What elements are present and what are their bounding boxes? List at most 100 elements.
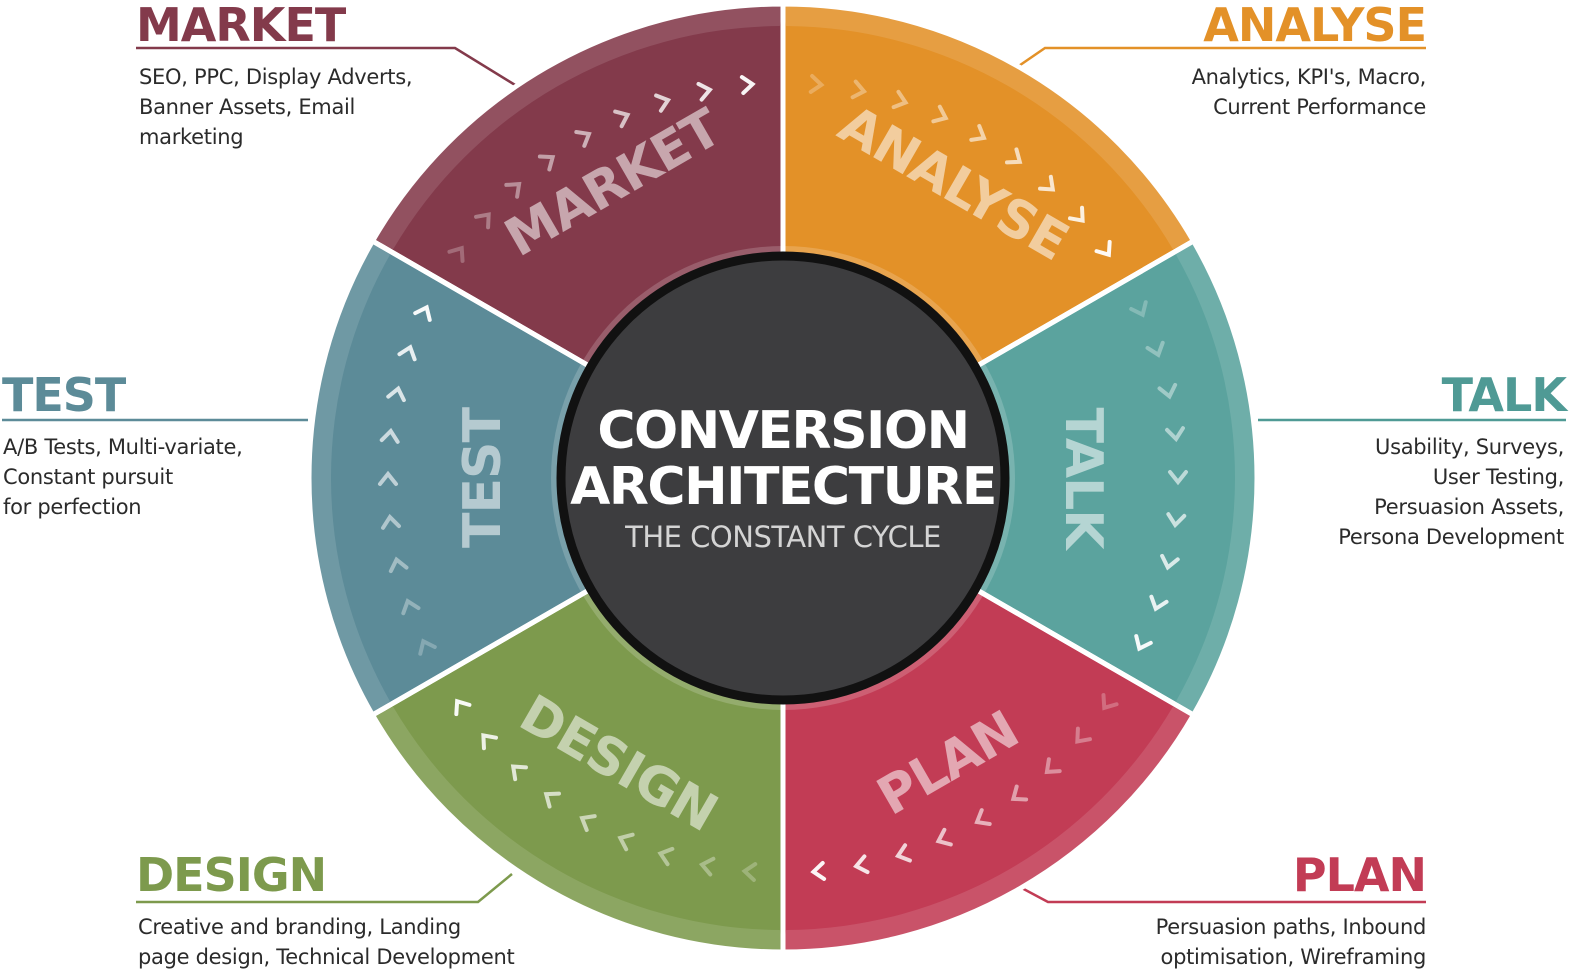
chevron-icon bbox=[1094, 239, 1112, 258]
wedge-test bbox=[306, 237, 788, 719]
chevron-icon bbox=[852, 854, 870, 875]
wedge-label-test: TEST bbox=[453, 407, 513, 548]
leader-line-analyse bbox=[1009, 46, 1426, 74]
leader-lines bbox=[2, 46, 1566, 904]
chevron-icon bbox=[657, 846, 675, 867]
market-desc-line: marketing bbox=[139, 125, 244, 149]
leader-line-market bbox=[136, 46, 521, 90]
chevron-icon bbox=[1044, 757, 1062, 775]
leader-line-plan bbox=[1017, 884, 1426, 904]
wedge-market-rim bbox=[372, 4, 783, 250]
plan-callout-title: PLAN bbox=[1292, 848, 1427, 902]
chevron-icon bbox=[386, 385, 406, 403]
talk-desc-line: Persuasion Assets, bbox=[1374, 495, 1564, 519]
market-callout-description: SEO, PPC, Display Adverts, Banner Assets… bbox=[139, 62, 413, 152]
chevron-icon bbox=[1149, 594, 1169, 612]
analyse-callout-title: ANALYSE bbox=[1203, 0, 1427, 52]
wedge-talk-rim bbox=[1176, 241, 1257, 715]
chevron-icon bbox=[413, 304, 432, 322]
chevron-icon bbox=[617, 832, 635, 852]
plan-callout-description: Persuasion paths, Inbound optimisation, … bbox=[1155, 912, 1427, 972]
chevron-icon bbox=[1129, 300, 1148, 318]
chevron-icon bbox=[1004, 147, 1023, 165]
test-desc-line: A/B Tests, Multi-variate, bbox=[3, 435, 243, 459]
chevron-icon bbox=[696, 81, 714, 102]
plan-desc-line: optimisation, Wireframing bbox=[1160, 945, 1427, 969]
chevron-icon bbox=[891, 89, 909, 110]
chevron-icon bbox=[454, 698, 472, 717]
chevron-icon bbox=[1166, 512, 1187, 529]
chevron-icon bbox=[543, 791, 562, 809]
market-desc-line: SEO, PPC, Display Adverts, bbox=[139, 65, 413, 89]
chevron-icon bbox=[654, 93, 672, 113]
design-callout-title: DESIGN bbox=[136, 848, 327, 902]
talk-desc-line: User Testing, bbox=[1432, 465, 1564, 489]
test-callout-title: TEST bbox=[2, 368, 126, 422]
chevron-icon bbox=[613, 109, 631, 129]
chevron-icon bbox=[1101, 693, 1119, 711]
chevron-icon bbox=[579, 814, 597, 833]
talk-desc-line: Persona Development bbox=[1338, 525, 1564, 549]
center-hub: CONVERSION ARCHITECTURE THE CONSTANT CYC… bbox=[551, 246, 1015, 710]
design-callout-description: Creative and branding, Landing page desi… bbox=[138, 912, 515, 972]
leader-line-design bbox=[136, 873, 513, 904]
chevron-icon bbox=[698, 856, 716, 877]
center-title-line1: CONVERSION bbox=[597, 401, 968, 461]
chevron-icon bbox=[850, 79, 868, 100]
wedge-design-rim bbox=[372, 706, 783, 952]
chevron-icon bbox=[741, 862, 758, 882]
wedge-analyse-rim bbox=[783, 4, 1194, 250]
cycle-chevrons bbox=[378, 74, 1188, 882]
wedge-test-rim bbox=[309, 241, 390, 715]
wedge-talk bbox=[777, 237, 1260, 719]
talk-desc-line: Usability, Surveys, bbox=[1375, 435, 1564, 459]
chevron-icon bbox=[379, 427, 400, 444]
chevron-icon bbox=[1010, 784, 1029, 802]
chevron-icon bbox=[1157, 382, 1178, 400]
center-hub-circle bbox=[556, 251, 1010, 705]
chevron-icon bbox=[935, 827, 953, 847]
chevron-icon bbox=[574, 129, 592, 148]
chevron-icon bbox=[1168, 470, 1188, 486]
chevron-icon bbox=[381, 513, 401, 530]
chevron-icon bbox=[1160, 553, 1180, 571]
chevron-icon bbox=[931, 104, 949, 124]
chevron-icon bbox=[474, 212, 491, 230]
chevron-icon bbox=[810, 861, 827, 881]
wedge-divider bbox=[974, 586, 1197, 719]
talk-callout-title: TALK bbox=[1441, 368, 1567, 422]
chevron-icon bbox=[1068, 205, 1085, 223]
center-title-line2: ARCHITECTURE bbox=[570, 457, 996, 517]
chevron-icon bbox=[397, 344, 417, 362]
design-desc-line: Creative and branding, Landing bbox=[138, 915, 461, 939]
chevron-icon bbox=[401, 598, 421, 616]
chevron-icon bbox=[378, 470, 398, 486]
chevron-icon bbox=[969, 123, 987, 142]
market-desc-line: Banner Assets, Email bbox=[139, 95, 356, 119]
test-desc-line: for perfection bbox=[3, 495, 142, 519]
wedge-divider bbox=[369, 586, 592, 719]
chevron-icon bbox=[504, 181, 522, 199]
chevron-icon bbox=[974, 808, 992, 827]
chevron-icon bbox=[1145, 340, 1165, 358]
chevron-icon bbox=[388, 556, 409, 574]
plan-desc-line: Persuasion paths, Inbound bbox=[1155, 915, 1427, 939]
chevron-icon bbox=[481, 733, 498, 751]
market-callout-title: MARKET bbox=[136, 0, 346, 52]
chevron-icon bbox=[418, 638, 437, 656]
analyse-desc-line: Current Performance bbox=[1213, 95, 1426, 119]
chevron-icon bbox=[1038, 174, 1056, 192]
chevron-icon bbox=[510, 764, 528, 782]
wedge-divider bbox=[974, 237, 1197, 370]
wedge-label-talk: TALK bbox=[1053, 407, 1113, 551]
chevron-icon bbox=[739, 75, 756, 95]
analyse-desc-line: Analytics, KPI's, Macro, bbox=[1191, 65, 1427, 89]
wedge-plan-rim bbox=[783, 706, 1194, 952]
chevron-icon bbox=[537, 154, 556, 172]
chevron-icon bbox=[894, 843, 912, 863]
design-desc-line: page design, Technical Development bbox=[138, 945, 515, 969]
chevron-icon bbox=[1165, 426, 1185, 443]
wedge-divider bbox=[369, 237, 592, 370]
talk-callout-description: Usability, Surveys, User Testing, Persua… bbox=[1338, 432, 1564, 552]
